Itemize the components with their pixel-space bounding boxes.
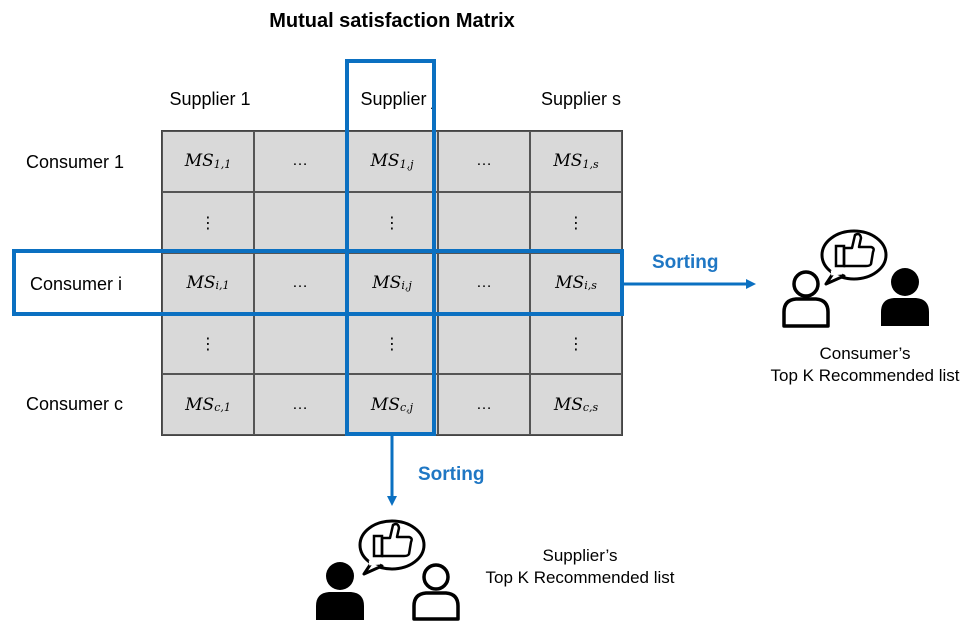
sorting-right-label: Sorting xyxy=(652,252,719,273)
matrix-cell-r4-c3: … xyxy=(438,374,530,435)
ms-subscript: c,s xyxy=(582,401,599,415)
matrix-cell-r3-c3 xyxy=(438,313,530,375)
consumer-i-row-highlight xyxy=(12,249,624,316)
ms-subscript: 1,j xyxy=(399,157,414,171)
matrix-cell-r3-c2: ⋮ xyxy=(346,313,438,375)
ms-symbol: MS xyxy=(555,272,585,293)
consumer-caption: Consumer’s Top K Recommended list xyxy=(760,343,970,387)
column-label-supplier-j: Supplier j xyxy=(360,89,436,109)
diagram-title: Mutual satisfaction Matrix xyxy=(269,10,515,32)
ms-subscript: 1,s xyxy=(582,157,599,171)
ms-symbol: MS xyxy=(185,394,215,415)
matrix-cell-r2-c3: … xyxy=(438,252,530,314)
row-label-consumer-1: Consumer 1 xyxy=(26,152,125,172)
ms-subscript: c,j xyxy=(399,401,414,415)
consumer-caption-line2: Top K Recommended list xyxy=(770,366,960,385)
row-label-consumer-c: Consumer c xyxy=(26,394,124,414)
person-filled-icon xyxy=(316,562,364,620)
ms-symbol: MS xyxy=(186,272,216,293)
ms-subscript: i,s xyxy=(584,279,597,293)
ms-subscript: i,1 xyxy=(215,279,230,293)
supplier-j-column-highlight xyxy=(345,59,436,436)
matrix-cell-r0-c3: … xyxy=(438,131,530,192)
matrix-cell-r0-c1: … xyxy=(254,131,346,192)
supplier-caption-line2: Top K Recommended list xyxy=(485,568,675,587)
ms-symbol: MS xyxy=(553,151,583,172)
matrix-cell-r3-c4: ⋮ xyxy=(530,313,622,375)
ms-symbol: MS xyxy=(370,394,400,415)
matrix-cell-r2-c1: … xyxy=(254,252,346,314)
thumbs-up-speech-bubble-icon xyxy=(358,519,426,576)
supplier-caption: Supplier’s Top K Recommended list xyxy=(475,545,685,589)
person-outline-icon xyxy=(412,563,460,621)
ms-subscript: i,j xyxy=(401,279,412,293)
ms-symbol: MS xyxy=(370,151,400,172)
matrix-cell-r3-c1 xyxy=(254,313,346,375)
thumbs-up-speech-bubble-icon xyxy=(820,229,888,286)
ms-symbol: MS xyxy=(184,151,214,172)
ms-symbol: MS xyxy=(553,394,583,415)
sorting-down-label: Sorting xyxy=(418,464,485,485)
matrix-cell-r3-c0: ⋮ xyxy=(162,313,254,375)
matrix-cell-r1-c0: ⋮ xyxy=(162,191,254,253)
supplier-recommendation-icon-group xyxy=(316,519,460,621)
consumer-caption-line1: Consumer’s xyxy=(819,344,911,363)
matrix-cell-r4-c1: … xyxy=(254,374,346,435)
person-filled-icon xyxy=(881,268,929,326)
row-label-consumer-i: Consumer i xyxy=(30,274,123,294)
column-label-supplier-s: Supplier s xyxy=(540,89,622,109)
supplier-caption-line1: Supplier’s xyxy=(542,546,618,565)
ms-subscript: c,1 xyxy=(214,401,231,415)
consumer-recommendation-icon-group xyxy=(782,229,929,328)
person-outline-icon xyxy=(782,270,830,328)
column-label-supplier-1: Supplier 1 xyxy=(169,89,251,109)
matrix-cell-r1-c2: ⋮ xyxy=(346,191,438,253)
ms-symbol: MS xyxy=(372,272,402,293)
ms-subscript: 1,1 xyxy=(213,157,232,171)
